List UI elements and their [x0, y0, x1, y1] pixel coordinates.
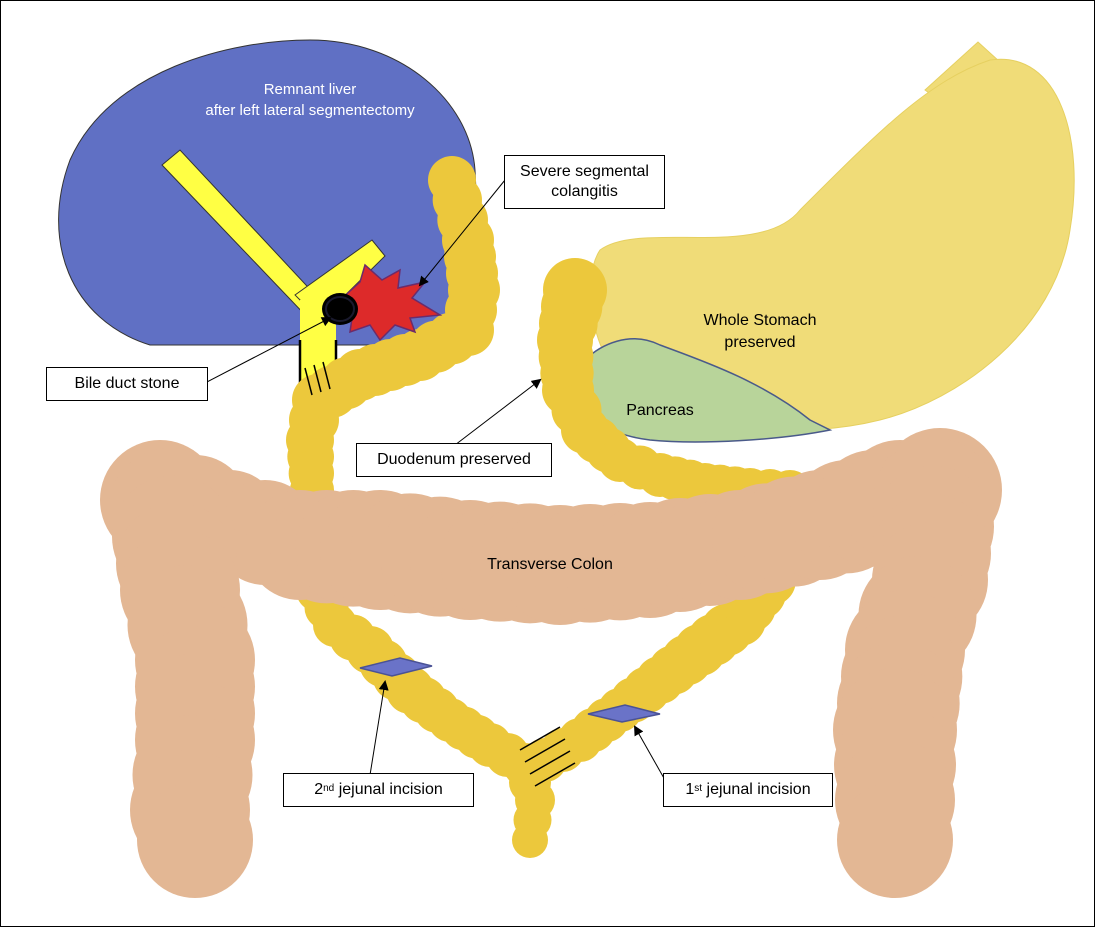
duodenum-callout: Duodenum preserved	[356, 443, 552, 477]
incision1-arrow	[635, 727, 665, 780]
incision2-arrow	[370, 682, 385, 775]
jejunum-bead	[512, 822, 548, 858]
transverse-colon-label: Transverse Colon	[440, 556, 660, 574]
colangitis-callout-line2: colangitis	[551, 182, 618, 202]
pancreas-label: Pancreas	[600, 402, 720, 420]
liver-label-line1: Remnant liver	[140, 79, 480, 100]
liver-label: Remnant liver after left lateral segment…	[140, 79, 480, 121]
stomach-label: Whole Stomach preserved	[660, 310, 860, 354]
colon-haustrum	[137, 782, 253, 898]
incision1-text: jejunal incision	[702, 780, 811, 800]
incision2-text: jejunal incision	[334, 780, 443, 800]
stomach-label-line1: Whole Stomach	[660, 310, 860, 332]
duodenum-arrow	[455, 380, 540, 445]
incision1-number: 1	[685, 780, 694, 800]
stomach-label-line2: preserved	[660, 332, 860, 354]
transverse-colon	[100, 428, 1002, 898]
colon-haustrum	[837, 782, 953, 898]
colangitis-callout: Severe segmental colangitis	[504, 155, 665, 209]
liver-label-line2: after left lateral segmentectomy	[140, 100, 480, 121]
bile-stone-callout: Bile duct stone	[46, 367, 208, 401]
colangitis-callout-line1: Severe segmental	[520, 162, 649, 182]
incision2-number: 2	[314, 780, 323, 800]
